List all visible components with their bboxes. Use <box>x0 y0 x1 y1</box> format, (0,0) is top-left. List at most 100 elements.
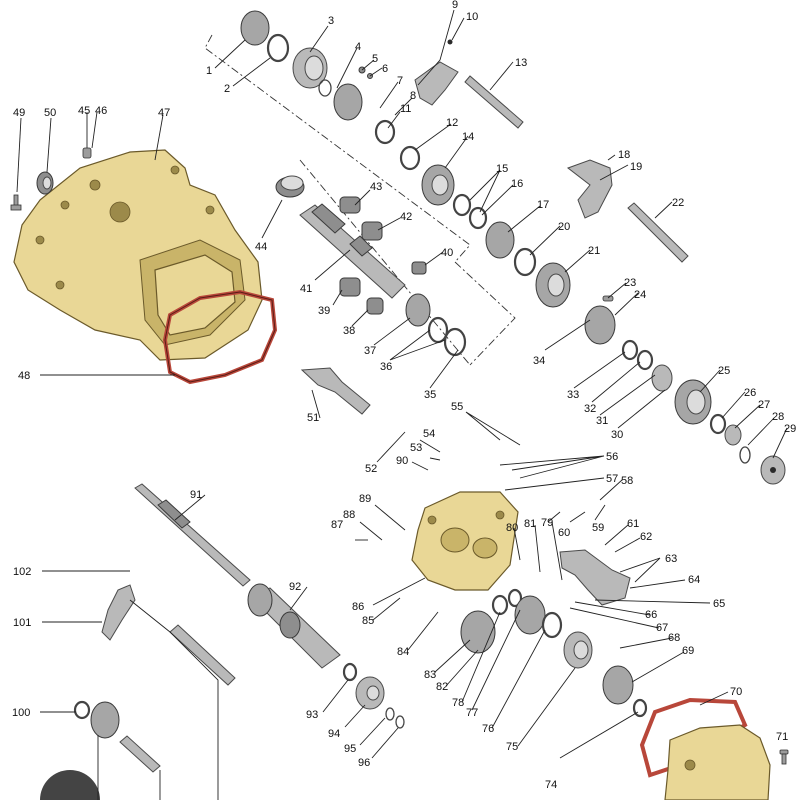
callout-8: 8 <box>410 90 416 102</box>
callout-55: 55 <box>451 401 463 413</box>
rail-shaft <box>169 624 236 686</box>
callout-26: 26 <box>744 387 756 399</box>
callout-14: 14 <box>462 131 474 143</box>
callout-29: 29 <box>784 423 796 435</box>
gear-76 <box>514 595 546 635</box>
callout-60: 60 <box>558 527 570 539</box>
callout-13: 13 <box>515 57 527 69</box>
ring-74 <box>632 698 648 718</box>
callout-4: 4 <box>355 41 361 53</box>
housing-gasket <box>162 289 278 385</box>
bearing-43 <box>339 196 361 214</box>
callout-42: 42 <box>400 211 412 223</box>
rings-36-35 <box>427 316 467 357</box>
callout-80: 80 <box>506 522 518 534</box>
bearing-94 <box>355 676 385 710</box>
fork-19 <box>566 159 613 219</box>
callout-86: 86 <box>352 601 364 613</box>
pin-shaft <box>119 735 161 773</box>
callout-59: 59 <box>592 522 604 534</box>
callout-54: 54 <box>423 428 435 440</box>
gear-25 <box>674 379 712 425</box>
callout-16: 16 <box>511 178 523 190</box>
gear-shaft-92 <box>247 583 341 669</box>
callout-93: 93 <box>306 709 318 721</box>
callout-77: 77 <box>466 707 478 719</box>
bracket-62-64 <box>559 549 631 606</box>
callout-19: 19 <box>630 161 642 173</box>
callout-49: 49 <box>13 107 25 119</box>
pin-23 <box>602 295 614 302</box>
rail-22 <box>627 202 689 263</box>
fork-101 <box>101 584 136 641</box>
assembly-outline-top <box>204 34 516 366</box>
callout-11: 11 <box>400 103 411 115</box>
gear-17 <box>485 221 515 259</box>
gear-69 <box>602 665 634 705</box>
callout-18: 18 <box>618 149 630 161</box>
ring-66 <box>541 611 563 639</box>
callout-50: 50 <box>44 107 56 119</box>
bracket-51 <box>300 367 371 415</box>
callout-85: 85 <box>362 615 374 627</box>
ring-2 <box>266 33 290 63</box>
callout-101: 101 <box>13 617 31 629</box>
callout-2: 2 <box>224 83 230 95</box>
callout-76: 76 <box>482 723 494 735</box>
sleeve-3 <box>292 47 328 89</box>
callout-23: 23 <box>624 277 636 289</box>
callout-95: 95 <box>344 743 356 755</box>
callout-88: 88 <box>343 509 355 521</box>
callout-15: 15 <box>496 163 508 175</box>
ring-82 <box>491 594 509 616</box>
bearing-42 <box>361 221 383 241</box>
callout-44: 44 <box>255 241 267 253</box>
callout-100: 100 <box>12 707 30 719</box>
fork-9 <box>414 39 459 106</box>
callout-61: 61 <box>627 518 639 530</box>
callout-31: 31 <box>596 415 608 427</box>
callout-75: 75 <box>506 741 518 753</box>
callout-48: 48 <box>18 370 30 382</box>
callout-6: 6 <box>382 63 388 75</box>
callout-34: 34 <box>533 355 545 367</box>
callout-67: 67 <box>656 622 668 634</box>
callout-37: 37 <box>364 345 376 357</box>
callout-83: 83 <box>424 669 436 681</box>
callout-24: 24 <box>634 289 646 301</box>
ring-15 <box>452 193 472 217</box>
callout-21: 21 <box>588 245 600 257</box>
callout-62: 62 <box>640 531 652 543</box>
bearing-44 <box>275 175 305 198</box>
callout-68: 68 <box>668 632 680 644</box>
callout-92: 92 <box>289 581 301 593</box>
shaft-91 <box>134 483 251 587</box>
callout-71: 71 <box>776 731 788 743</box>
callout-47: 47 <box>158 107 170 119</box>
rear-case <box>411 491 519 591</box>
callout-53: 53 <box>410 442 422 454</box>
callout-63: 63 <box>665 553 677 565</box>
callout-58: 58 <box>621 475 633 487</box>
callout-43: 43 <box>370 181 382 193</box>
clutch-housing <box>13 149 263 361</box>
ring-16 <box>468 206 488 230</box>
callout-74: 74 <box>545 779 557 791</box>
callout-57: 57 <box>606 473 618 485</box>
callout-10: 10 <box>466 11 478 23</box>
callout-91: 91 <box>190 489 202 501</box>
gear-24 <box>584 305 616 345</box>
callout-94: 94 <box>328 728 340 740</box>
ring-20 <box>513 247 537 277</box>
callout-38: 38 <box>343 325 355 337</box>
gear-83 <box>460 610 496 654</box>
gear-14 <box>421 164 455 206</box>
callout-51: 51 <box>307 412 319 424</box>
bearing-39 <box>339 277 361 297</box>
spring-4 <box>318 79 332 97</box>
callout-1: 1 <box>206 65 212 77</box>
callout-36: 36 <box>380 361 392 373</box>
callout-82: 82 <box>436 681 448 693</box>
callout-69: 69 <box>682 645 694 657</box>
